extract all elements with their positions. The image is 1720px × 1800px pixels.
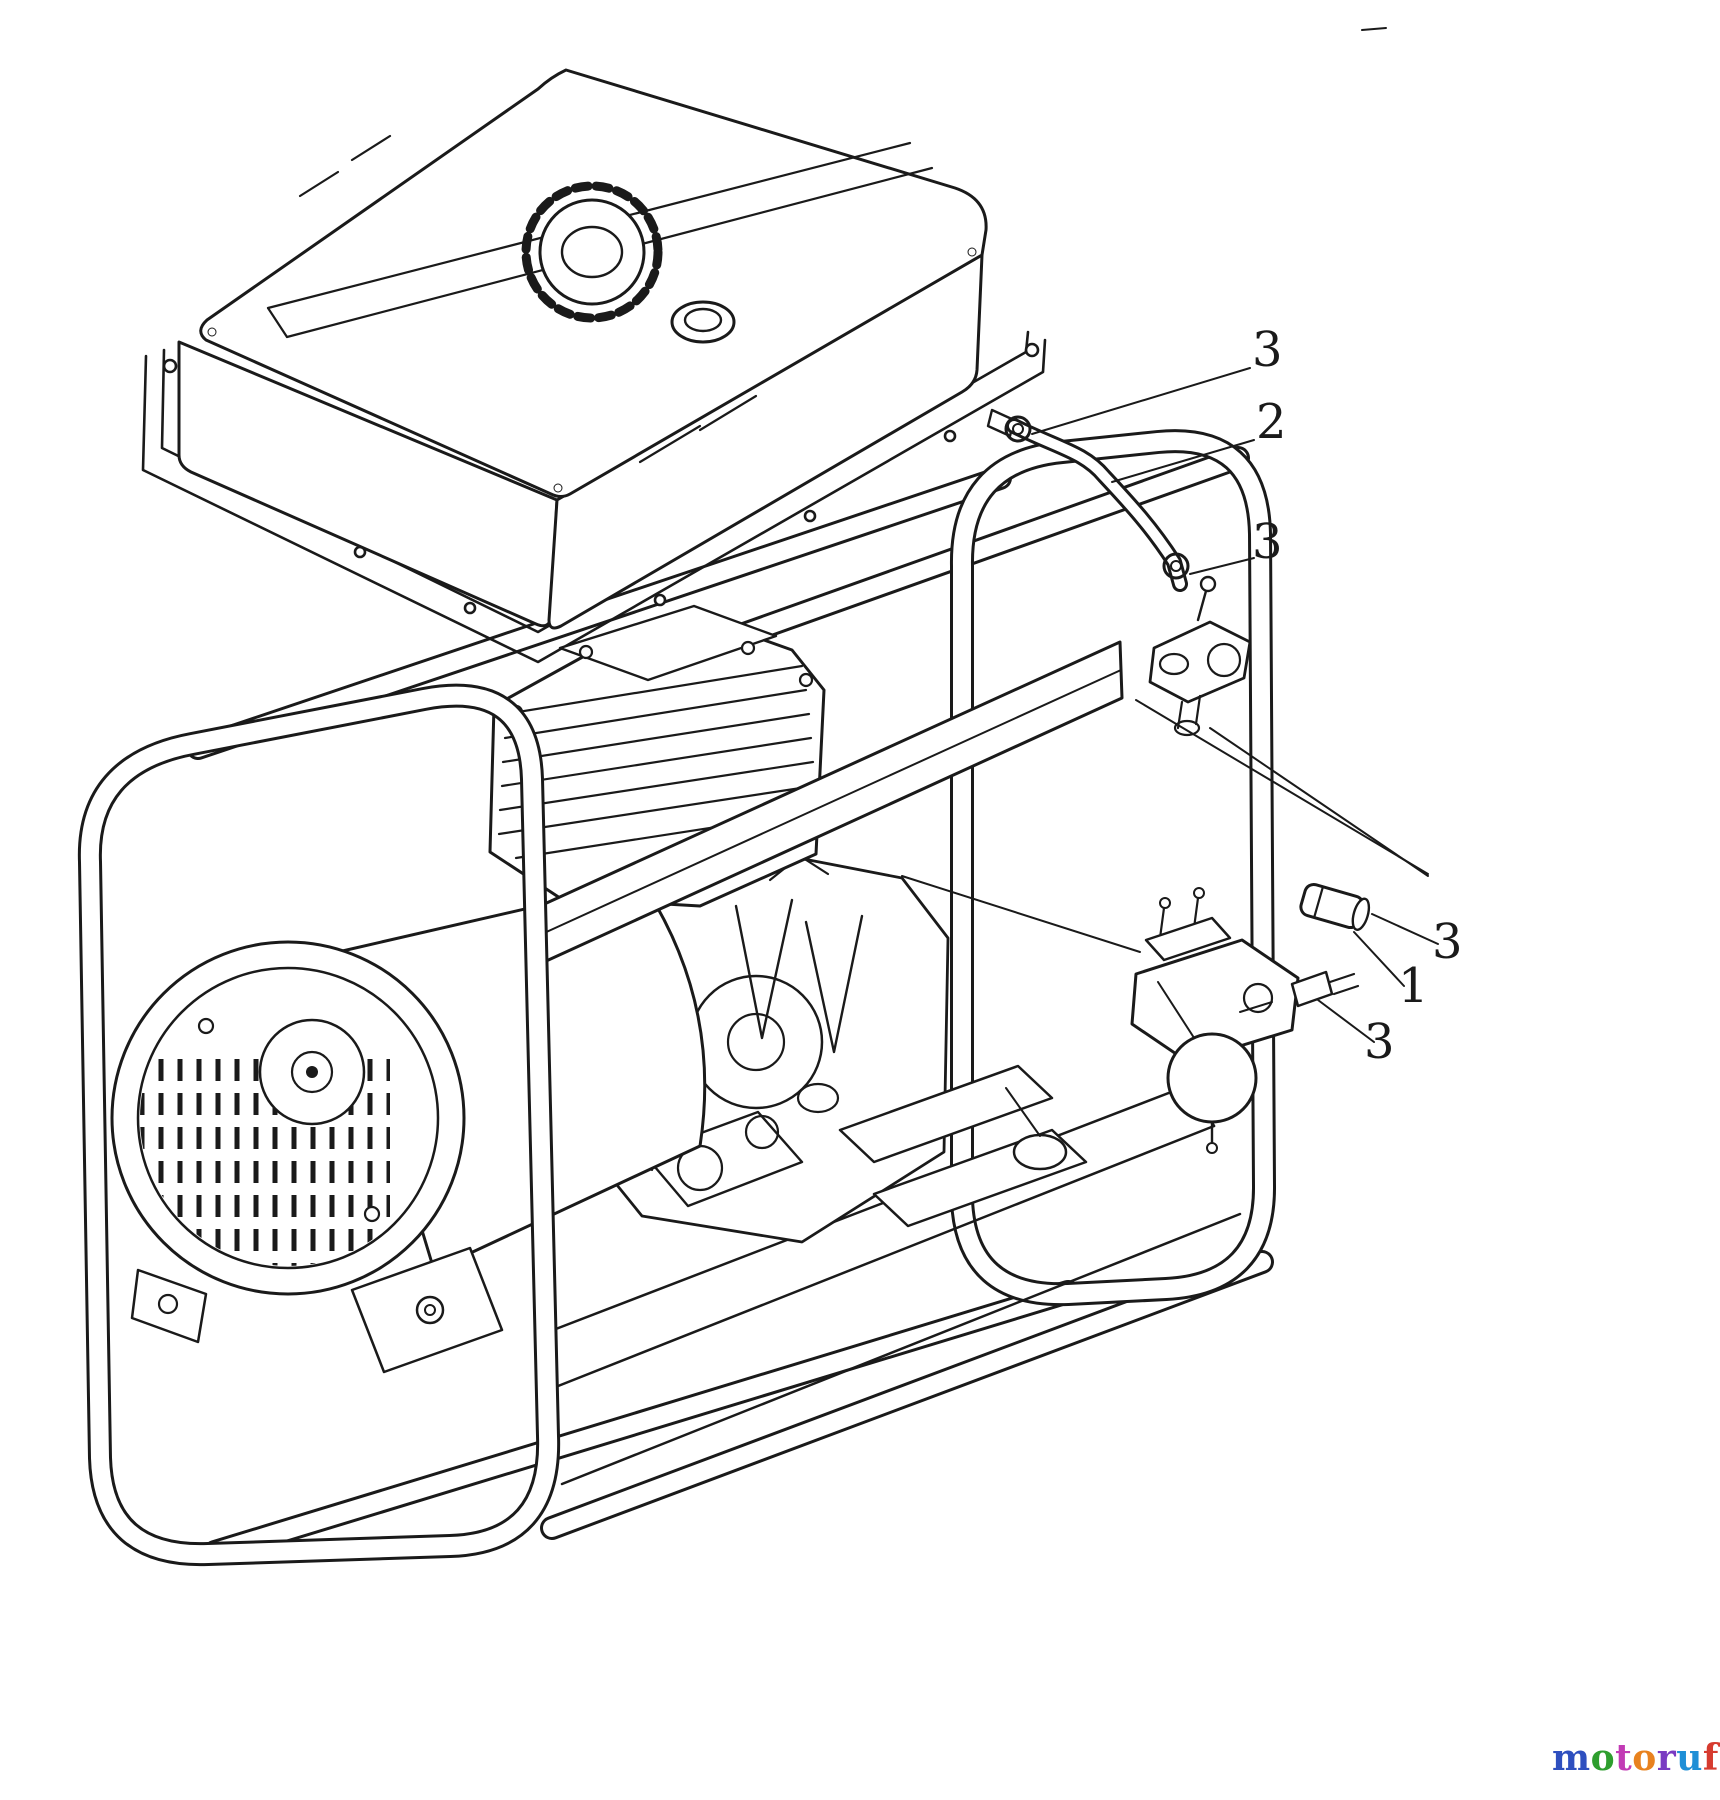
hose-clamp-upper [1004,415,1032,443]
callout-label: 3 [1252,514,1283,570]
carburetor-float-bowl [1166,1032,1258,1124]
logo-letter: u [1676,1737,1703,1779]
muffler-bracket [838,1064,1088,1228]
frame-front-loop [77,683,561,1567]
fuel-cap [521,181,663,323]
motoruf-logo-letters: motoruf [1552,1737,1719,1779]
callout-label: 3 [1432,914,1463,970]
logo-letter: o [1632,1737,1657,1779]
motoruf-logo[interactable]: motoruf.de [1552,1740,1720,1776]
logo-letter: t [1615,1737,1633,1779]
callout-label: 3 [1252,322,1283,378]
callout-leader-lines [1031,27,1439,1043]
logo-letter: m [1552,1737,1591,1779]
carburetor [1130,887,1360,1154]
logo-letter: r [1656,1737,1677,1779]
callout-label: 2 [1256,394,1287,450]
logo-letter: o [1590,1737,1616,1779]
callout-label: 3 [1364,1014,1395,1070]
alternator [110,880,707,1374]
logo-letter: f [1702,1737,1719,1779]
exploded-axis-lines [901,699,1429,953]
fuel-tank [177,68,988,630]
fuel-line-connector [1299,882,1371,931]
fuel-hose [986,408,1190,592]
tank-breather-hole [670,300,736,344]
callout-label: 1 [1398,958,1429,1014]
frame-rear-loop [949,429,1277,1307]
cylinder-head [488,604,826,908]
motoruf-logo-domain: .de [1719,1754,1720,1775]
carburetor-insulator [1148,575,1252,737]
hose-clamp-lower [1162,552,1190,580]
